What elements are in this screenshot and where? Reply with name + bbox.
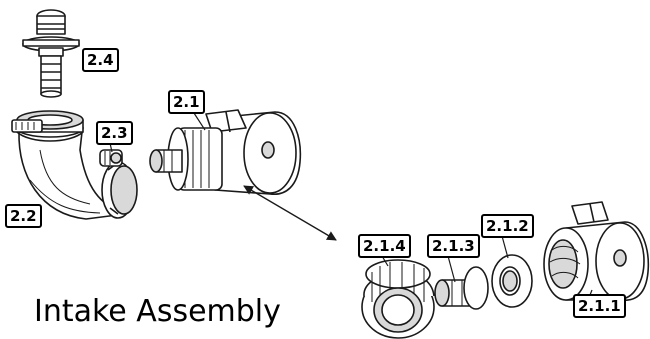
part-2-4-hose-barb: [22, 9, 80, 98]
label-2-3: 2.3: [96, 121, 133, 145]
label-2-1-4: 2.1.4: [358, 234, 411, 258]
label-2-1-1: 2.1.1: [573, 294, 626, 318]
diagram-title: Intake Assembly: [34, 294, 281, 329]
part-2-1-1-valve-body: [543, 201, 650, 302]
leader-2-1-2: [501, 235, 509, 259]
label-2-4: 2.4: [82, 48, 119, 72]
part-2-1-2-washer: [491, 254, 533, 308]
label-2-1-2: 2.1.2: [481, 214, 534, 238]
label-2-1: 2.1: [168, 90, 205, 114]
part-2-3-clamp-screw: [99, 149, 123, 167]
leader-2-1-3: [447, 255, 456, 283]
label-2-2: 2.2: [5, 204, 42, 228]
label-2-1-3: 2.1.3: [427, 234, 480, 258]
part-2-1-4-coupling-nut: [361, 259, 435, 339]
part-2-1-3-spigot-insert: [434, 266, 489, 310]
part-2-2-elbow-hose: [11, 110, 138, 220]
assembly-arrow: [243, 185, 337, 241]
part-2-1-ball-valve: [149, 109, 302, 195]
